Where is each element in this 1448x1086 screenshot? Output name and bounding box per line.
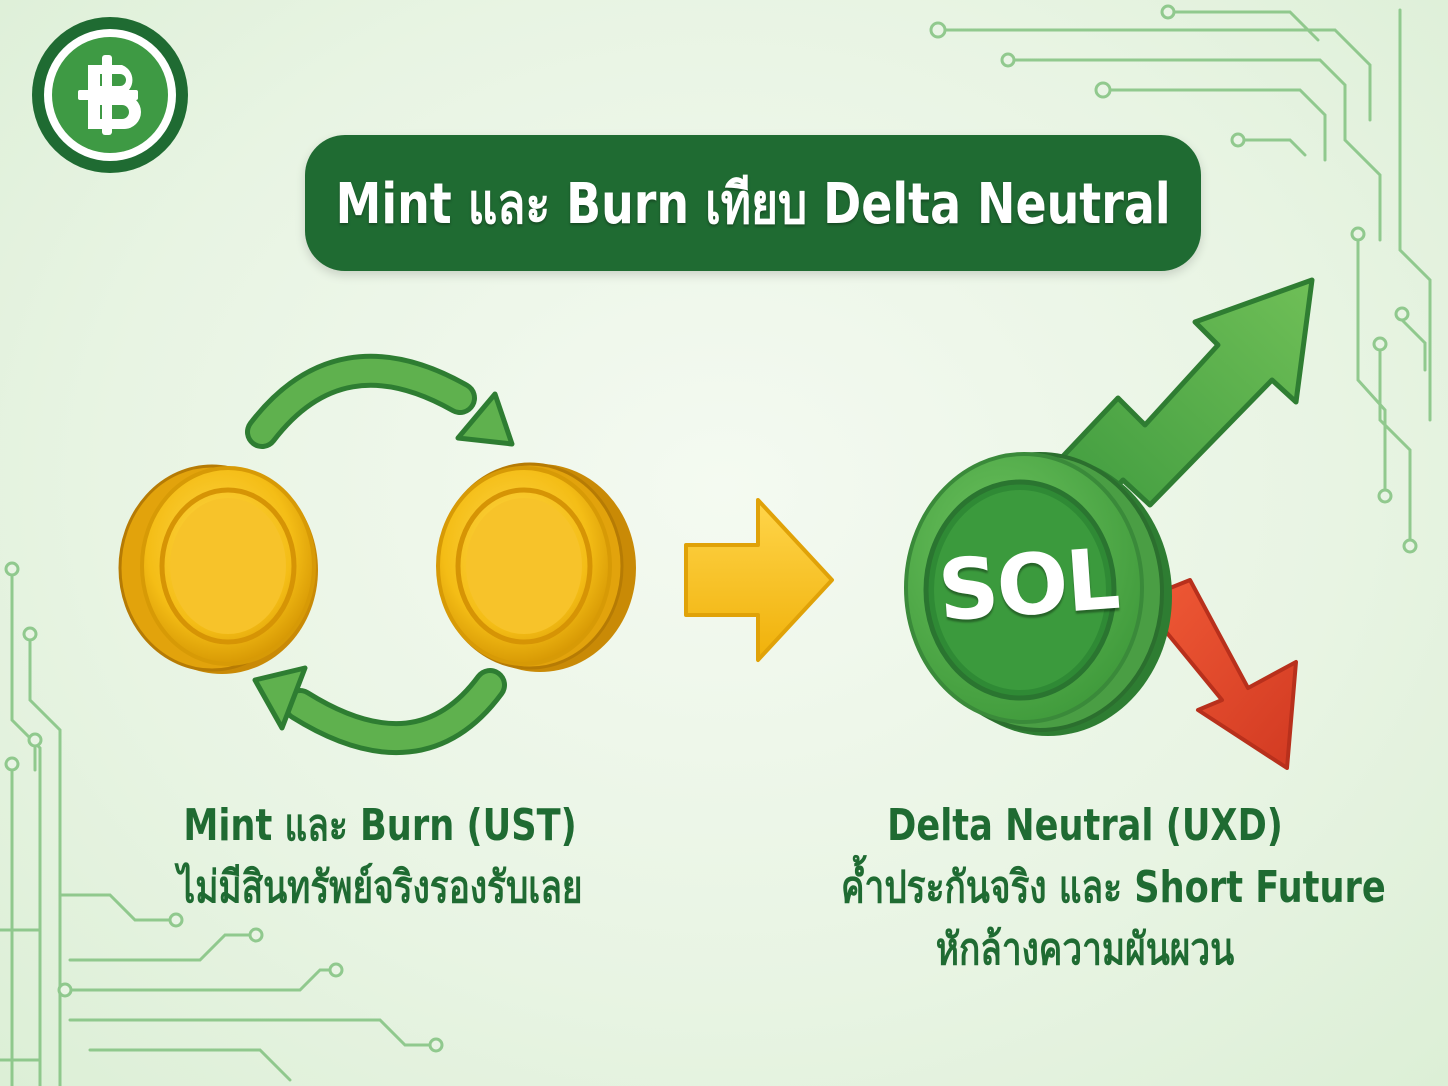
right-caption-line1: Delta Neutral (UXD): [887, 800, 1283, 851]
yellow-right-arrow-icon: [684, 498, 834, 662]
right-caption: Delta Neutral (UXD) ค้ำประกันจริง และ Sh…: [780, 795, 1390, 981]
gold-coin-right-icon: [436, 462, 636, 672]
page-title: Mint และ Burn เทียบ Delta Neutral: [335, 171, 1171, 237]
right-caption-line3: หักล้างความผันผวน: [935, 924, 1235, 975]
cycle-arrow-bottom-icon: [252, 665, 507, 756]
left-caption: Mint และ Burn (UST) ไม่มีสินทรัพย์จริงรอ…: [80, 795, 680, 919]
red-down-arrow-icon: [1138, 578, 1298, 770]
sol-coin-label: SOL: [935, 529, 1121, 641]
sol-coin-icon: [904, 452, 1172, 736]
cycle-arrow-top-icon: [245, 353, 515, 449]
gold-coin-left-icon: [118, 464, 318, 674]
right-caption-line2: ค้ำประกันจริง และ Short Future: [841, 862, 1386, 913]
title-banner: Mint และ Burn เทียบ Delta Neutral: [305, 135, 1201, 271]
baht-icon: [78, 55, 141, 135]
logo: [32, 17, 188, 173]
left-caption-line2: ไม่มีสินทรัพย์จริงรองรับเลย: [177, 862, 583, 913]
left-caption-line1: Mint และ Burn (UST): [183, 800, 577, 851]
